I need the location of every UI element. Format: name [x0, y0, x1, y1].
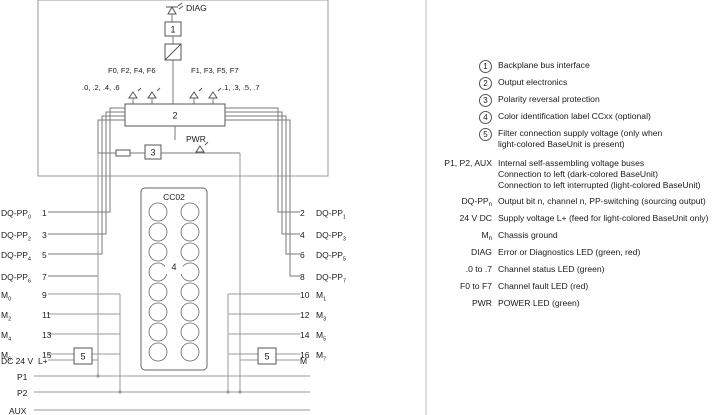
legend-key: 1 [430, 60, 492, 73]
left-terminal-label: DQ-PP6 [1, 272, 31, 285]
status-led-label-left: .0, .2, .4, .6 [82, 83, 120, 92]
left-terminal-pin: 11 [42, 310, 51, 320]
bus-label-aux: AUX [9, 406, 27, 415]
filter-box-right [257, 347, 277, 365]
right-terminal-label: M3 [316, 310, 326, 323]
legend-text: Chassis ground [498, 230, 558, 240]
legend-key: 4 [430, 111, 492, 124]
fault-led-label-left: F0, F2, F4, F6 [108, 66, 156, 75]
legend-key: F0 to F7 [460, 281, 492, 291]
box-5-number-left: 5 [80, 352, 85, 362]
status-led-group-left-icon [128, 87, 161, 99]
right-terminal-label: M1 [316, 290, 326, 303]
legend-text: Output bit n, channel n, PP-switching (s… [498, 196, 706, 206]
left-terminal-label: DQ-PP0 [1, 208, 31, 221]
legend-text: Channel fault LED (red) [498, 281, 589, 291]
right-terminal-pin: 16 [300, 350, 310, 360]
diag-led-icon [166, 2, 184, 15]
legend-key: PWR [471, 298, 492, 308]
pwr-led-icon [195, 141, 209, 153]
legend-text: Supply voltage L+ (feed for light-colore… [498, 213, 709, 223]
left-terminal-pin: 9 [42, 290, 47, 300]
legend-text: Output electronics [498, 77, 568, 87]
legend-key: Mn [481, 230, 492, 242]
ground-lines-right [227, 293, 300, 392]
pwr-label: PWR [186, 134, 206, 144]
bus-junctions [96, 374, 242, 394]
right-terminal-label: DQ-PP3 [316, 230, 346, 243]
right-terminal-label: DQ-PP7 [316, 272, 346, 285]
fault-led-label-right: F1, F3, F5, F7 [191, 66, 239, 75]
left-terminal-label: DQ-PP2 [1, 230, 31, 243]
ground-lines-left [48, 293, 121, 392]
right-terminals: 2 DQ-PP1 4 DQ-PP3 6 DQ-PP5 8 DQ-PP7 10 M1 12 M3 14 M5… [300, 208, 346, 363]
left-terminal-label: DQ-PP4 [1, 250, 31, 263]
right-terminal-pin: 4 [300, 230, 305, 240]
legend-text: Backplane bus interface [498, 60, 590, 70]
box-1-number: 1 [170, 25, 175, 35]
box-5-number-right: 5 [264, 352, 269, 362]
right-terminal-label: DQ-PP1 [316, 208, 346, 221]
voltage-buses [34, 360, 310, 411]
legend-key: DIAG [470, 247, 492, 257]
label-holes [148, 202, 200, 362]
box-2-number: 2 [172, 111, 177, 121]
left-terminal-label: M2 [1, 310, 11, 323]
legend-text: Color identification label CCxx (optiona… [498, 111, 651, 121]
left-terminal-pin: 5 [42, 250, 47, 260]
right-terminal-label: M5 [316, 330, 326, 343]
supply-label: DC 24 V [1, 356, 33, 366]
legend-key: 24 V DC [459, 213, 492, 223]
filter-box-left [73, 347, 93, 365]
right-terminal-pin: 12 [300, 310, 310, 320]
left-terminal-pin: 1 [42, 208, 47, 218]
legend-key: DQ-PPn [461, 196, 492, 208]
right-terminal-pin: 10 [300, 290, 310, 300]
supply-pin-left: L+ [38, 356, 48, 366]
legend-text: Filter connection supply voltage (only w… [498, 128, 663, 149]
legend-key: P1, P2, AUX [444, 158, 492, 168]
polarity-protection-box [144, 144, 162, 160]
legend-key: 3 [430, 94, 492, 107]
right-terminal-label: M7 [316, 350, 326, 363]
right-terminal-pin: 8 [300, 272, 305, 282]
left-terminal-pin: 15 [42, 350, 52, 360]
wiring-diagram: DIAG 1 F0, F2, F4, F6 F1, F3, F5, F7 .0,… [1, 0, 427, 415]
status-led-group-right-icon [189, 87, 222, 99]
left-terminal-pin: 3 [42, 230, 47, 240]
right-terminal-label: DQ-PP5 [316, 250, 346, 263]
output-lines-right [225, 107, 300, 277]
left-terminal-pin: 7 [42, 272, 47, 282]
legend-key: 5 [430, 128, 492, 141]
legend: 1 Backplane bus interface 2 Output electron… [430, 0, 720, 415]
box-3-number: 3 [150, 148, 155, 158]
right-terminal-pin: 6 [300, 250, 305, 260]
left-terminal-label: M0 [1, 290, 11, 303]
legend-text: Polarity reversal protection [498, 94, 600, 104]
right-terminal-pin: 2 [300, 208, 305, 218]
right-terminal-pin: 14 [300, 330, 310, 340]
status-led-label-right: .1, .3, .5, .7 [222, 83, 260, 92]
legend-key: 2 [430, 77, 492, 90]
output-lines-left [48, 107, 125, 277]
supply-pin-right: M [300, 356, 307, 366]
legend-text: Channel status LED (green) [498, 264, 605, 274]
left-terminal-label: M6 [1, 350, 11, 363]
filter-resistor [115, 149, 131, 157]
legend-text: Error or Diagnostics LED (green, red) [498, 247, 641, 257]
box-4-number: 4 [171, 262, 176, 272]
left-terminal-pin: 13 [42, 330, 52, 340]
diag-label: DIAG [186, 3, 207, 13]
legend-key: .0 to .7 [465, 264, 492, 274]
module-label: CC02 [163, 192, 185, 202]
legend-text: POWER LED (green) [498, 298, 580, 308]
left-terminal-label: M4 [1, 330, 11, 343]
bus-label-p2: P2 [17, 388, 28, 398]
bus-label-p1: P1 [17, 372, 28, 382]
